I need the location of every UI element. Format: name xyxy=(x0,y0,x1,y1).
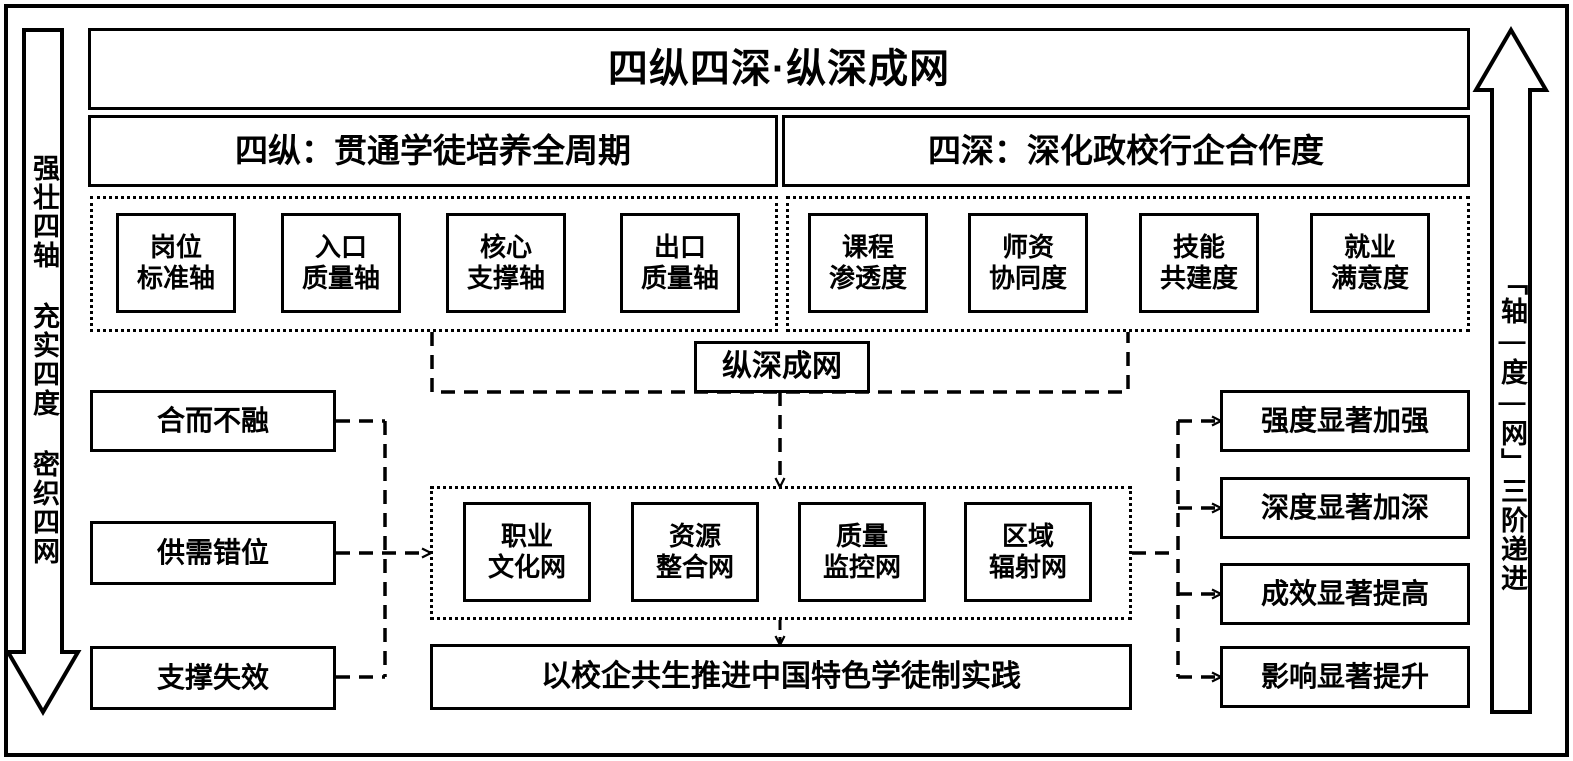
degree-box-0: 课程 渗透度 xyxy=(808,213,928,313)
header-left: 四纵：贯通学徒培养全周期 xyxy=(88,115,778,187)
network-box-0-line1: 职业 xyxy=(500,520,553,551)
axes-group-container xyxy=(90,196,778,332)
degree-box-2: 技能 共建度 xyxy=(1139,213,1259,313)
axis-box-0-line2: 标准轴 xyxy=(136,263,215,293)
degree-box-3-line1: 就业 xyxy=(1343,231,1396,262)
outcome-box-2: 成效显著提高 xyxy=(1220,563,1470,625)
axis-box-0-line1: 岗位 xyxy=(149,231,202,262)
network-box-2: 质量 监控网 xyxy=(798,502,926,602)
header-right: 四深：深化政校行企合作度 xyxy=(782,115,1470,187)
axis-box-3-line2: 质量轴 xyxy=(640,263,719,293)
outcome-box-3: 影响显著提升 xyxy=(1220,646,1470,708)
network-box-3-line2: 辐射网 xyxy=(988,552,1067,582)
degree-box-1: 师资 协同度 xyxy=(968,213,1088,313)
axis-box-2-line2: 支撑轴 xyxy=(466,263,545,293)
problem-box-2: 支撑失效 xyxy=(90,646,336,710)
degree-box-2-line1: 技能 xyxy=(1172,231,1225,262)
right-arrow-label: 「轴—度—网」三阶递进 xyxy=(1496,267,1527,593)
axis-box-0: 岗位 标准轴 xyxy=(116,213,236,313)
degree-box-0-line2: 渗透度 xyxy=(828,263,907,293)
axis-box-1-line2: 质量轴 xyxy=(301,263,380,293)
problem-box-0: 合而不融 xyxy=(90,390,336,452)
left-arrow-label: 强壮四轴 充实四度 密织四网 xyxy=(28,154,59,566)
network-box-0-line2: 文化网 xyxy=(487,552,566,582)
network-box-1: 资源 整合网 xyxy=(631,502,759,602)
degree-box-3-line2: 满意度 xyxy=(1330,263,1409,293)
axis-box-3-line1: 出口 xyxy=(653,231,706,262)
network-group-container xyxy=(430,486,1132,620)
network-box-1-line1: 资源 xyxy=(668,520,721,551)
problem-box-1: 供需错位 xyxy=(90,521,336,585)
axis-box-3: 出口 质量轴 xyxy=(620,213,740,313)
degree-box-2-line2: 共建度 xyxy=(1159,263,1238,293)
outcome-box-1: 深度显著加深 xyxy=(1220,477,1470,539)
degree-box-0-line1: 课程 xyxy=(841,231,894,262)
page-title: 四纵四深·纵深成网 xyxy=(88,28,1470,110)
degree-box-3: 就业 满意度 xyxy=(1310,213,1430,313)
network-box-3: 区域 辐射网 xyxy=(964,502,1092,602)
conclusion-box: 以校企共生推进中国特色学徒制实践 xyxy=(430,644,1132,710)
axis-box-2: 核心 支撑轴 xyxy=(446,213,566,313)
axis-box-2-line1: 核心 xyxy=(479,231,532,262)
outcome-box-0: 强度显著加强 xyxy=(1220,390,1470,452)
axis-box-1: 入口 质量轴 xyxy=(281,213,401,313)
axis-box-1-line1: 入口 xyxy=(314,231,367,262)
degrees-group-container xyxy=(786,196,1470,332)
degree-box-1-line2: 协同度 xyxy=(988,263,1067,293)
network-box-0: 职业 文化网 xyxy=(463,502,591,602)
middle-node: 纵深成网 xyxy=(694,341,870,393)
degree-box-1-line1: 师资 xyxy=(1001,231,1054,262)
network-box-3-line1: 区域 xyxy=(1001,520,1054,551)
network-box-2-line2: 监控网 xyxy=(822,552,901,582)
network-box-2-line1: 质量 xyxy=(835,520,888,551)
network-box-1-line2: 整合网 xyxy=(655,552,734,582)
